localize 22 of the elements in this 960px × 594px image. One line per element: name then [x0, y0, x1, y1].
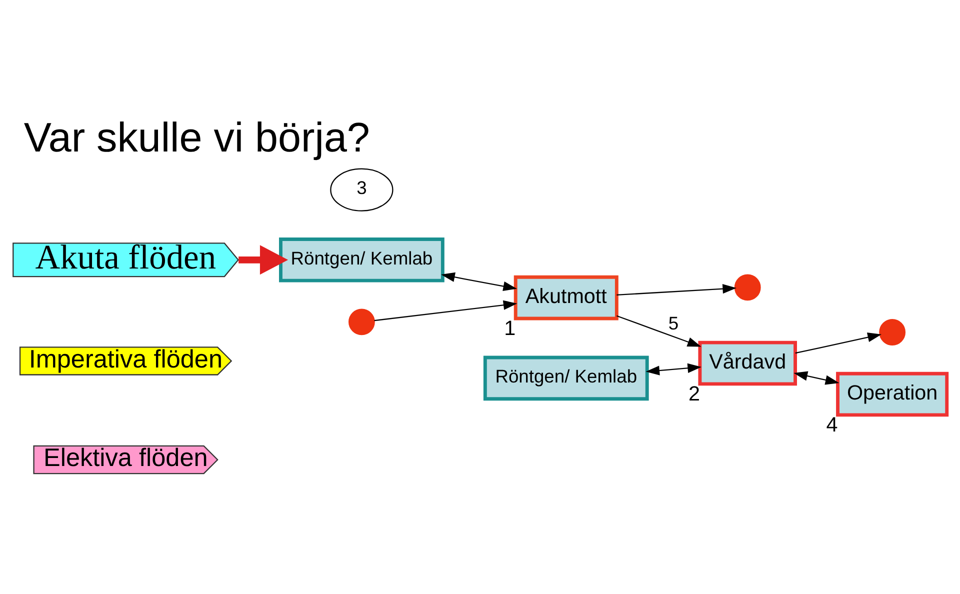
diagram-title: Var skulle vi börja?: [24, 114, 370, 160]
node-box: Operation: [836, 372, 949, 417]
arrow: [374, 300, 518, 322]
arrow: [646, 363, 702, 376]
arrow: [441, 272, 518, 291]
node-label: 4: [826, 413, 838, 436]
edge-label: 5: [668, 312, 679, 334]
node-circle: [348, 308, 375, 336]
arrow: [794, 371, 840, 385]
arrow: [616, 315, 702, 347]
node-circle: [734, 274, 761, 301]
arrow: [616, 284, 736, 296]
node-circle: [879, 319, 906, 346]
node-label: 1: [504, 317, 516, 340]
label: 3: [356, 177, 367, 198]
node-box: Vårdavd: [698, 340, 797, 386]
node-box: Röntgen/ Kemlab: [279, 238, 444, 282]
arrow: [238, 245, 288, 275]
arrow: [795, 332, 882, 354]
node-label: 2: [688, 382, 700, 406]
node-box: Akutmott: [514, 275, 618, 320]
node-box: Röntgen/ Kemlab: [483, 356, 649, 401]
